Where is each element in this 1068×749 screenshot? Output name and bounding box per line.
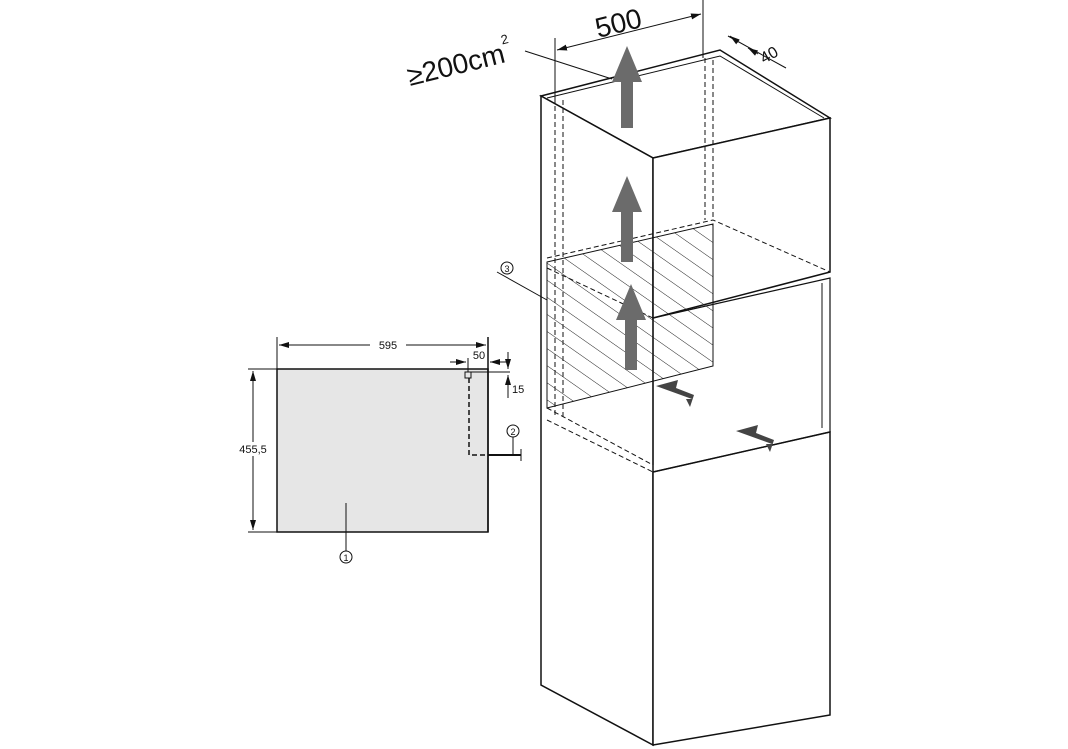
panel-rect <box>276 368 489 533</box>
lower-door <box>652 431 831 746</box>
vent-area-superscript: 2 <box>499 31 510 47</box>
top-dimensions <box>524 0 787 98</box>
gap-40-label: 40 <box>758 44 782 68</box>
vent-area-label: ≥200cm2 <box>403 31 515 92</box>
width-500-label: 500 <box>592 2 645 43</box>
arrow-up-icon <box>616 284 646 370</box>
panel-width-label: 595 <box>379 340 397 352</box>
callout-3: 3 <box>504 264 509 274</box>
arrow-intake-icon <box>656 380 694 407</box>
cabinet-left-side <box>540 94 654 747</box>
arrow-intake-icon <box>736 425 774 452</box>
callout-2: 2 <box>510 427 515 437</box>
front-panel-drawing: 595 455,5 50 15 2 1 <box>239 337 524 564</box>
arrow-up-icon <box>612 46 642 128</box>
callout-1: 1 <box>343 553 348 563</box>
offset-y-label: 15 <box>512 384 524 396</box>
airflow-arrows <box>612 46 774 452</box>
tall-cabinet <box>496 49 832 747</box>
arrow-up-icon <box>612 176 642 262</box>
panel-height-label: 455,5 <box>239 444 267 456</box>
vent-area-value: ≥200cm <box>404 38 508 92</box>
offset-x-label: 50 <box>473 350 485 362</box>
